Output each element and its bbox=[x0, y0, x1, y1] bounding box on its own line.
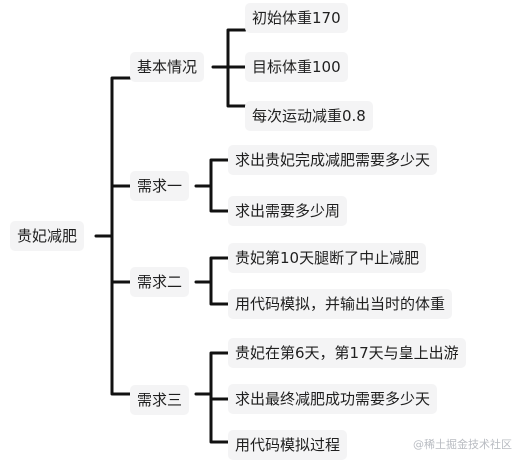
leaf-initial-weight[interactable]: 初始体重170 bbox=[245, 3, 348, 33]
leaf-req3-simulate[interactable]: 用代码模拟过程 bbox=[228, 430, 348, 460]
leaf-loss-per-exercise[interactable]: 每次运动减重0.8 bbox=[245, 101, 373, 131]
leaf-req2-broken-leg[interactable]: 贵妃第10天腿断了中止减肥 bbox=[228, 243, 427, 273]
branch-requirement-3[interactable]: 需求三 bbox=[130, 385, 190, 415]
leaf-target-weight[interactable]: 目标体重100 bbox=[245, 52, 348, 82]
leaf-req1-weeks[interactable]: 求出需要多少周 bbox=[228, 196, 348, 226]
branch-basic-info[interactable]: 基本情况 bbox=[130, 52, 205, 82]
branch-requirement-1[interactable]: 需求一 bbox=[130, 171, 190, 201]
leaf-req3-outings[interactable]: 贵妃在第6天，第17天与皇上出游 bbox=[228, 338, 466, 368]
leaf-req3-days[interactable]: 求出最终减肥成功需要多少天 bbox=[228, 384, 438, 414]
branch-requirement-2[interactable]: 需求二 bbox=[130, 267, 190, 297]
leaf-req2-simulate[interactable]: 用代码模拟，并输出当时的体重 bbox=[228, 289, 453, 319]
root-node[interactable]: 贵妃减肥 bbox=[10, 221, 85, 251]
watermark: @稀土掘金技术社区 bbox=[413, 438, 512, 451]
leaf-req1-days[interactable]: 求出贵妃完成减肥需要多少天 bbox=[228, 145, 438, 175]
